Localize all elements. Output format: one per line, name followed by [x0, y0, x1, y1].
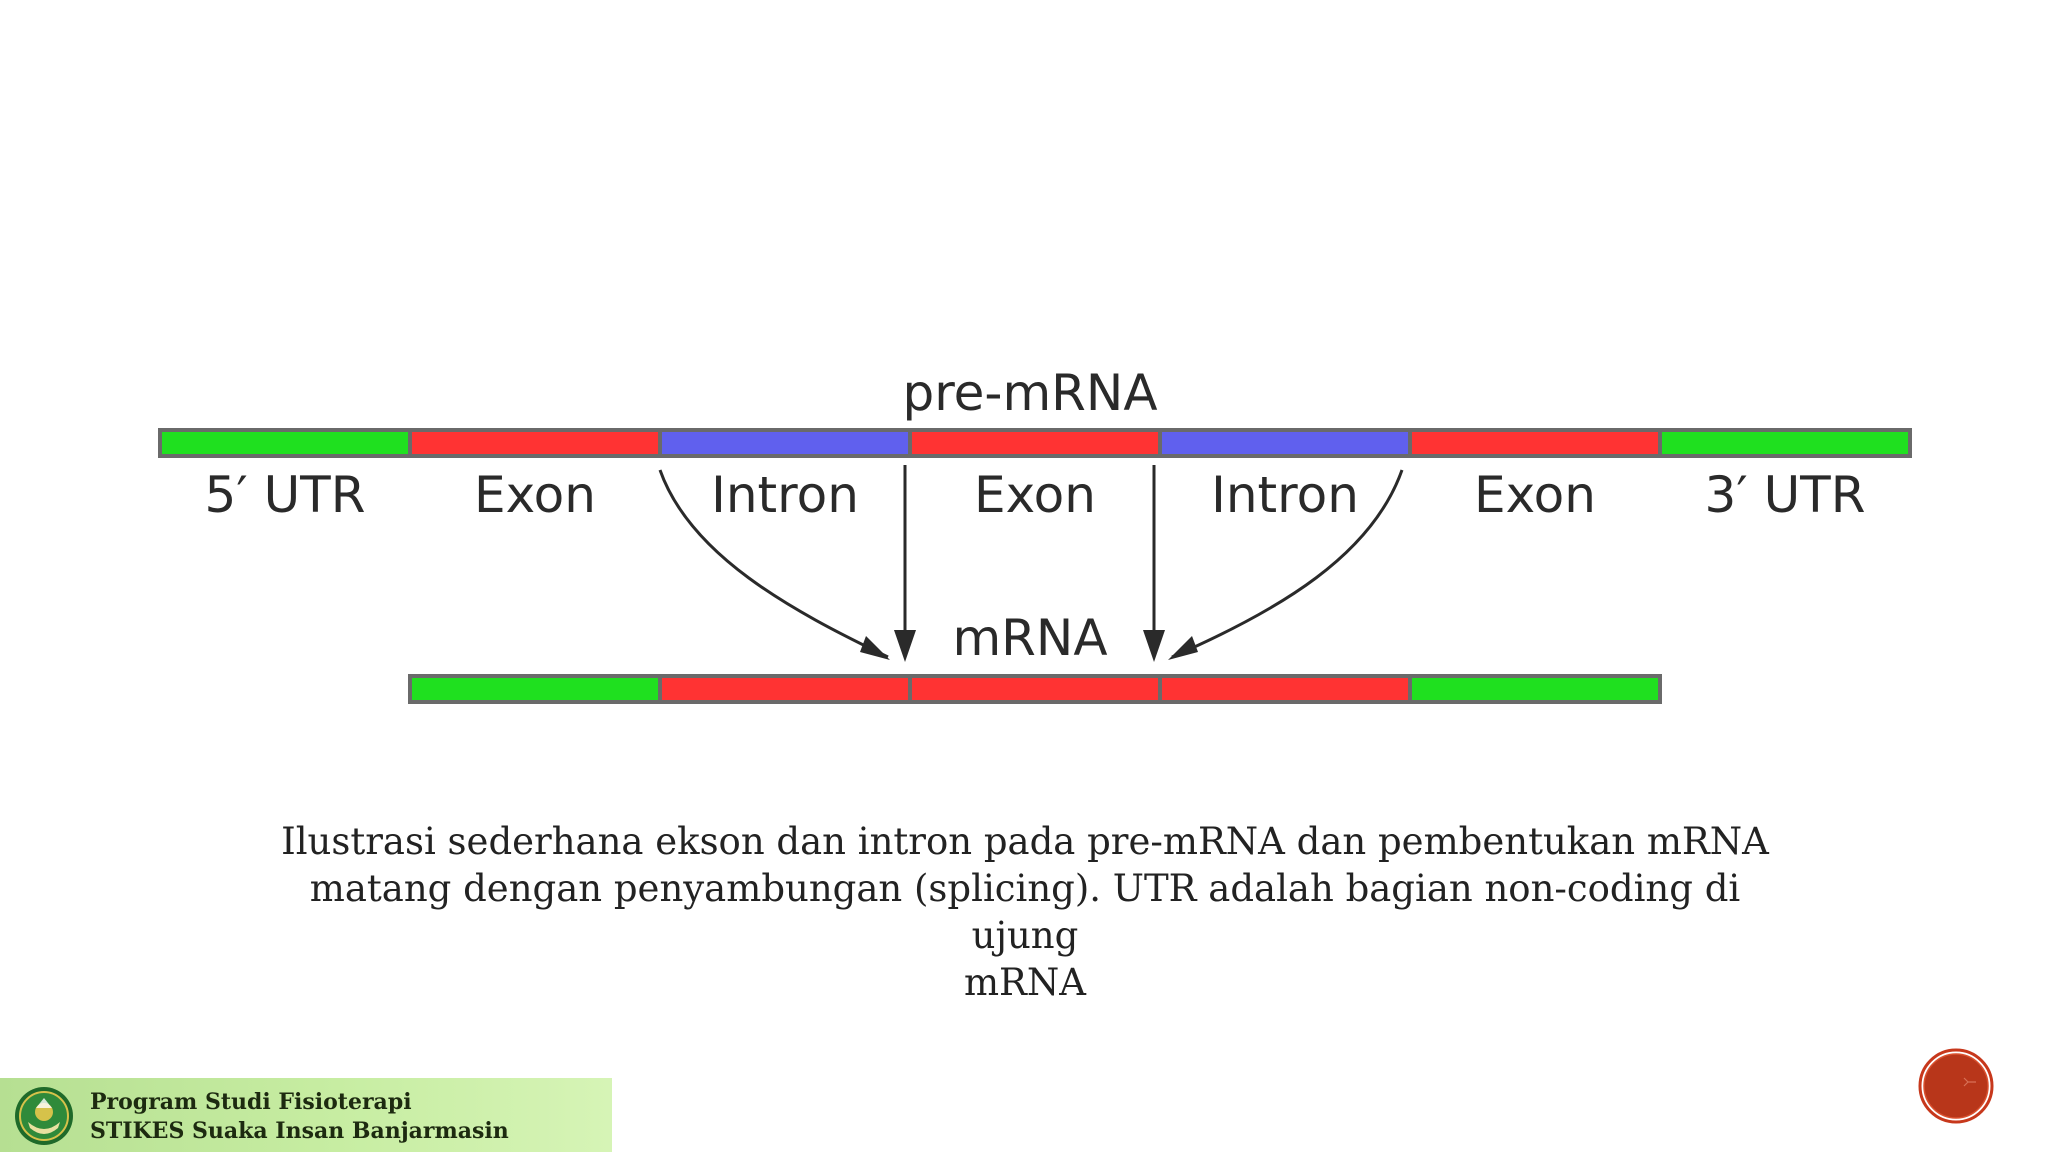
caption-line-2: matang dengan penyambungan (splicing). U…	[309, 867, 1741, 957]
figure-caption: Ilustrasi sederhana ekson dan intron pad…	[260, 818, 1790, 1006]
pre-mrna-labels: 5′ UTR Exon Intron Exon Intron Exon 3′ UTR	[205, 466, 1866, 524]
footer-program-name: Program Studi Fisioterapi	[90, 1089, 412, 1115]
segment-label-exon: Exon	[974, 466, 1096, 524]
pre-mrna-segment-intron	[1158, 428, 1412, 458]
mrna-segment-utr	[408, 674, 662, 704]
mrna-bar	[408, 674, 1662, 704]
pre-mrna-segment-intron	[658, 428, 912, 458]
institution-logo-icon	[15, 1087, 73, 1145]
mrna-segment-exon	[658, 674, 912, 704]
segment-label-intron: Intron	[711, 466, 859, 524]
mrna-segment-utr	[1408, 674, 1662, 704]
page-marker-icon	[1918, 1048, 1994, 1124]
pre-mrna-segment-exon	[408, 428, 662, 458]
segment-label-intron: Intron	[1211, 466, 1359, 524]
caption-line-3: mRNA	[963, 961, 1087, 1004]
pre-mrna-bar	[158, 428, 1912, 458]
mrna-segment-exon	[908, 674, 1162, 704]
segment-label-exon: Exon	[1474, 466, 1596, 524]
pre-mrna-segment-exon	[1408, 428, 1662, 458]
pre-mrna-segment-utr	[158, 428, 412, 458]
center-right-arrowhead	[1143, 630, 1165, 662]
left-intron-arrow	[658, 469, 889, 659]
center-left-arrowhead	[894, 630, 916, 662]
splice-arrows	[658, 465, 1404, 662]
caption-line-1: Ilustrasi sederhana ekson dan intron pad…	[281, 820, 1769, 863]
pre-mrna-segment-utr	[1658, 428, 1912, 458]
segment-label-utr: 5′ UTR	[205, 466, 366, 524]
pre-mrna-title: pre-mRNA	[902, 364, 1157, 422]
pre-mrna-segment-exon	[908, 428, 1162, 458]
mrna-segment-exon	[1158, 674, 1412, 704]
mrna-title: mRNA	[952, 609, 1107, 667]
segment-label-exon: Exon	[474, 466, 596, 524]
footer-text: Program Studi Fisioterapi STIKES Suaka I…	[90, 1088, 509, 1146]
footer-institution-name: STIKES Suaka Insan Banjarmasin	[90, 1118, 509, 1144]
institution-footer: Program Studi Fisioterapi STIKES Suaka I…	[0, 1078, 612, 1152]
right-intron-arrowhead	[1168, 636, 1198, 660]
segment-label-utr: 3′ UTR	[1705, 466, 1866, 524]
left-intron-arrowhead	[860, 636, 890, 660]
right-intron-arrow	[1171, 469, 1404, 659]
